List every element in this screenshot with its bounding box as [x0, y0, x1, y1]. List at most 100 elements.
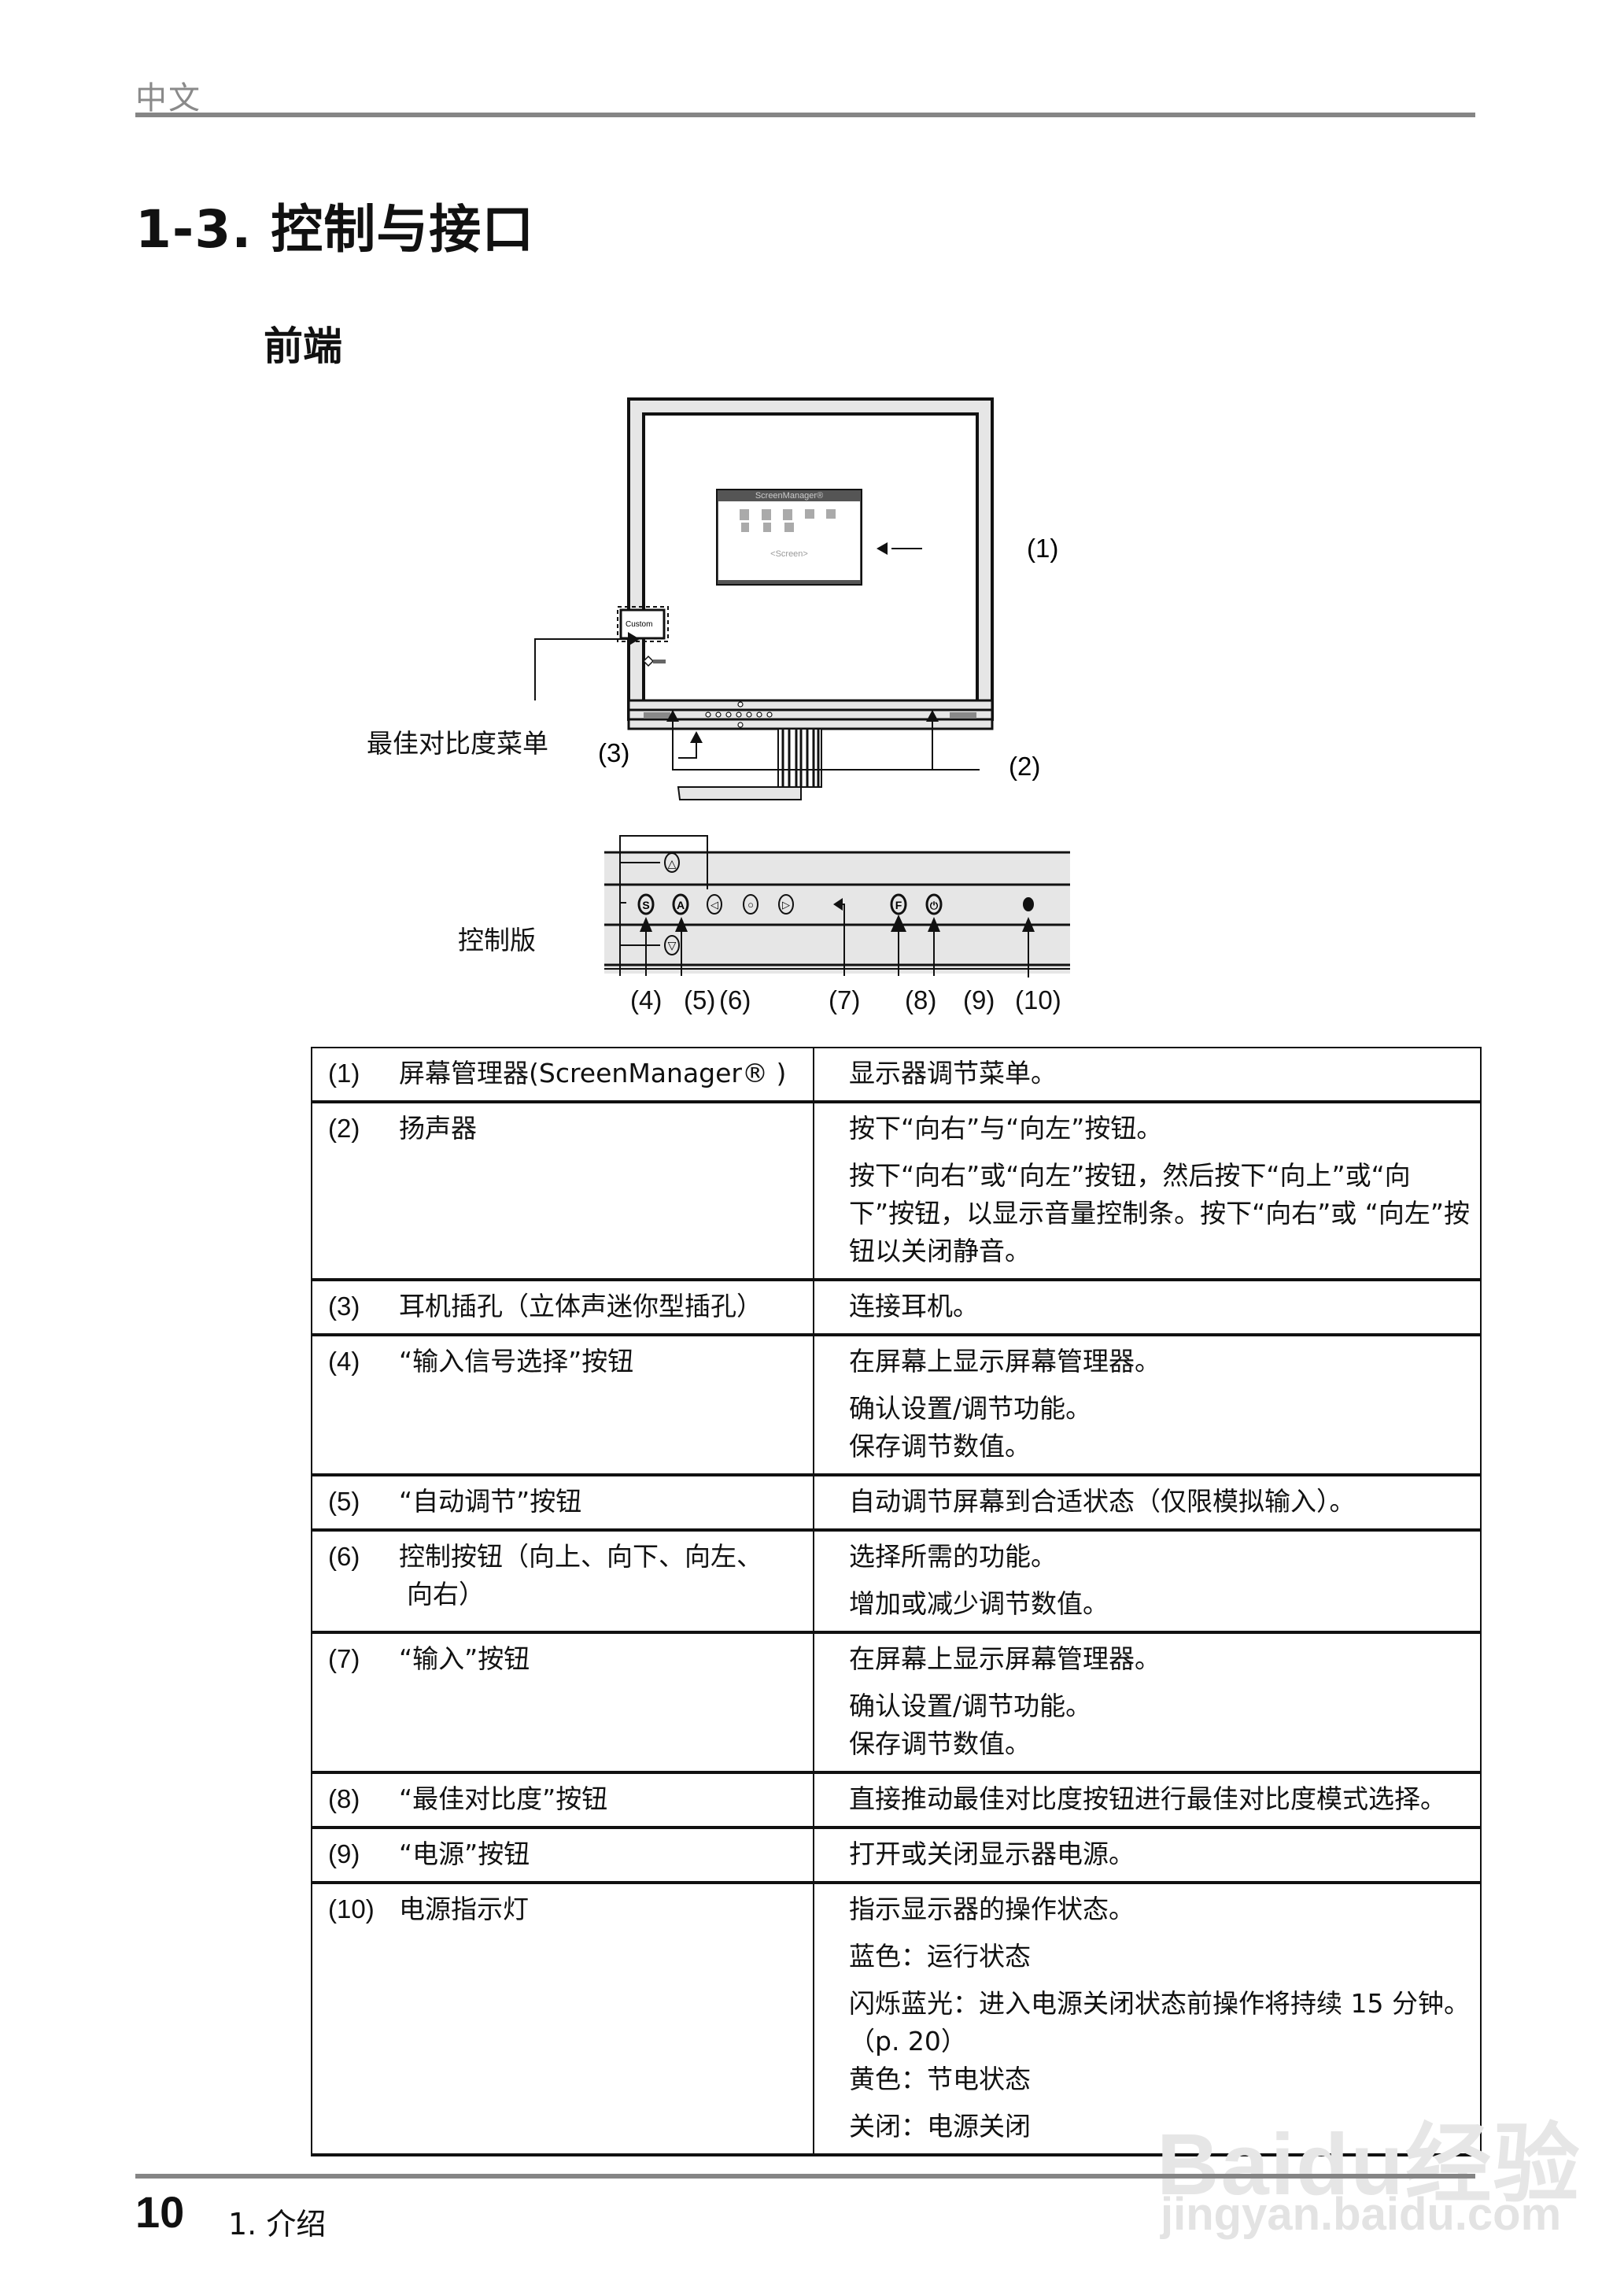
- control-name: “输入”按钮: [399, 1643, 530, 1674]
- table-row: (5) “自动调节”按钮 自动调节屏幕到合适状态（仅限模拟输入）。: [311, 1474, 1482, 1531]
- control-name: “最佳对比度”按钮: [399, 1783, 608, 1814]
- table-row: (7) “输入”按钮 在屏幕上显示屏幕管理器。 确认设置/调节功能。 保存调节数值…: [311, 1632, 1482, 1773]
- contrast-menu-callout-label: 最佳对比度菜单: [367, 728, 548, 759]
- panel-callout-10: (10): [1015, 985, 1061, 1014]
- right-button-icon: ▷: [778, 894, 794, 915]
- control-name: 耳机插孔（立体声迷你型插孔）: [399, 1291, 762, 1321]
- row-index: (3): [328, 1292, 360, 1321]
- desc-line: 选择所需的功能。: [849, 1541, 1057, 1572]
- row-index: (10): [328, 1894, 375, 1924]
- desc-line: 闪烁蓝光：进入电源关闭状态前操作将持续 15 分钟。（p. 20）: [849, 1988, 1470, 2057]
- row-index: (6): [328, 1542, 360, 1571]
- osd-footer: <Screen>: [770, 549, 808, 559]
- speaker-grille-right: [950, 712, 976, 719]
- row-index: (2): [328, 1114, 360, 1143]
- control-name-cell: (7) “输入”按钮: [311, 1632, 814, 1773]
- panel-callout-9: (9): [963, 985, 995, 1014]
- control-name-cell: (5) “自动调节”按钮: [311, 1474, 814, 1531]
- page-number: 10: [135, 2187, 185, 2237]
- desc-line: 连接耳机。: [849, 1291, 979, 1321]
- speaker-grille-left: [644, 712, 670, 719]
- svg-text:⏻: ⏻: [930, 900, 939, 911]
- control-desc-cell: 指示显示器的操作状态。 蓝色：运行状态 闪烁蓝光：进入电源关闭状态前操作将持续 …: [813, 1882, 1482, 2156]
- desc-line: 按下“向右”或“向左”按钮，然后按下“向上”或“向下”按钮，以显示音量控制条。按…: [849, 1160, 1470, 1266]
- control-name-cell: (9) “电源”按钮: [311, 1827, 814, 1883]
- control-name-cell: (1) 屏幕管理器(ScreenManager® ): [311, 1047, 814, 1103]
- control-name-cell: (6)控制按钮（向上、向下、向左、向右）: [311, 1529, 814, 1633]
- monitor-diagram: ScreenManager® <Screen> Custom: [534, 397, 1070, 978]
- control-name: 控制按钮（向上、向下、向左、: [399, 1541, 762, 1572]
- desc-line: 确认设置/调节功能。: [849, 1691, 1092, 1721]
- callout-3-label: (3): [598, 738, 629, 767]
- svg-text:A: A: [677, 899, 685, 911]
- desc-line: 关闭：电源关闭: [849, 2111, 1031, 2142]
- bezel-buttons: [705, 701, 773, 728]
- panel-callout-8: (8): [905, 985, 937, 1014]
- desc-line: 指示显示器的操作状态。: [849, 1894, 1135, 1924]
- table-row: (10) 电源指示灯 指示显示器的操作状态。 蓝色：运行状态 闪烁蓝光：进入电源关…: [311, 1882, 1482, 2156]
- table-row: (3) 耳机插孔（立体声迷你型插孔） 连接耳机。: [311, 1279, 1482, 1336]
- svg-text:◁: ◁: [710, 899, 718, 911]
- brand-logo-icon: [642, 655, 666, 667]
- desc-line: 确认设置/调节功能。: [849, 1393, 1092, 1424]
- table-row: (1) 屏幕管理器(ScreenManager® ) 显示器调节菜单。: [311, 1047, 1482, 1103]
- chapter-label: 1. 介绍: [228, 2207, 327, 2241]
- control-name: 屏幕管理器(ScreenManager® ): [399, 1058, 787, 1088]
- s-button-icon: S: [637, 893, 655, 915]
- desc-line: 黄色：节电状态: [849, 2064, 1031, 2094]
- section-subtitle: 前端: [264, 323, 342, 369]
- desc-line: 直接推动最佳对比度按钮进行最佳对比度模式选择。: [849, 1783, 1446, 1814]
- control-name-cell: (8) “最佳对比度”按钮: [311, 1772, 814, 1828]
- row-index: (5): [328, 1487, 360, 1516]
- svg-text:▷: ▷: [782, 899, 790, 911]
- left-button-icon: ◁: [707, 894, 722, 915]
- svg-text:△: △: [668, 857, 677, 870]
- control-desc-cell: 自动调节屏幕到合适状态（仅限模拟输入）。: [813, 1474, 1482, 1531]
- control-desc-cell: 在屏幕上显示屏幕管理器。 确认设置/调节功能。 保存调节数值。: [813, 1334, 1482, 1476]
- control-desc-cell: 选择所需的功能。 增加或减少调节数值。: [813, 1529, 1482, 1633]
- control-desc-cell: 显示器调节菜单。: [813, 1047, 1482, 1103]
- control-name-cell: (10) 电源指示灯: [311, 1882, 814, 2156]
- desc-line: 按下“向右”与“向左”按钮。: [849, 1113, 1163, 1144]
- control-name: 电源指示灯: [399, 1894, 529, 1924]
- row-index: (9): [328, 1839, 360, 1868]
- table-row: (2)扬声器 按下“向右”与“向左”按钮。 按下“向右”或“向左”按钮，然后按下…: [311, 1101, 1482, 1281]
- control-name: “输入信号选择”按钮: [399, 1346, 634, 1377]
- row-index: (8): [328, 1784, 360, 1813]
- desc-line: 在屏幕上显示屏幕管理器。: [849, 1346, 1161, 1377]
- row-index: (1): [328, 1059, 360, 1088]
- desc-line: 保存调节数值。: [849, 1728, 1031, 1759]
- table-row: (6)控制按钮（向上、向下、向左、向右） 选择所需的功能。 增加或减少调节数值。: [311, 1529, 1482, 1633]
- contrast-mode-box: Custom: [617, 606, 669, 642]
- svg-text:S: S: [642, 899, 649, 911]
- screenmanager-osd: ScreenManager® <Screen>: [716, 489, 862, 586]
- desc-line: 在屏幕上显示屏幕管理器。: [849, 1643, 1161, 1674]
- control-name: “电源”按钮: [399, 1839, 530, 1869]
- callout-2-label: (2): [1009, 752, 1040, 781]
- contrast-box-text: Custom: [626, 620, 652, 629]
- panel-callout-5: (5): [684, 985, 716, 1014]
- control-name-cell: (4)“输入信号选择”按钮: [311, 1334, 814, 1476]
- power-button-icon: ⏻: [925, 893, 943, 915]
- desc-line: 显示器调节菜单。: [849, 1058, 1057, 1088]
- row-index: (7): [328, 1644, 360, 1673]
- power-indicator-icon: [1023, 897, 1034, 911]
- header-language-label: 中文: [135, 80, 201, 116]
- control-panel-diagram: △ ▽ S A ◁ ○ ▷ F: [604, 835, 1070, 978]
- svg-text:○: ○: [747, 899, 754, 911]
- table-row: (4)“输入信号选择”按钮 在屏幕上显示屏幕管理器。 确认设置/调节功能。 保存…: [311, 1334, 1482, 1476]
- f-button-icon: F: [890, 893, 907, 915]
- header-rule: [135, 113, 1475, 117]
- up-button-icon: △: [664, 852, 680, 873]
- enter-button-icon: ○: [743, 894, 758, 915]
- control-desc-cell: 打开或关闭显示器电源。: [813, 1827, 1482, 1883]
- watermark-url: jingyan.baidu.com: [1161, 2189, 1562, 2240]
- control-desc-cell: 按下“向右”与“向左”按钮。 按下“向右”或“向左”按钮，然后按下“向上”或“向…: [813, 1101, 1482, 1281]
- footer-rule: [135, 2174, 1475, 2179]
- watermark-brand: Baidu经验: [1157, 2116, 1582, 2213]
- desc-line: 增加或减少调节数值。: [849, 1588, 1109, 1619]
- control-name: “自动调节”按钮: [399, 1486, 582, 1517]
- panel-callout-6: (6): [719, 985, 751, 1014]
- panel-callout-4: (4): [630, 985, 663, 1014]
- control-name-cell: (2)扬声器: [311, 1101, 814, 1281]
